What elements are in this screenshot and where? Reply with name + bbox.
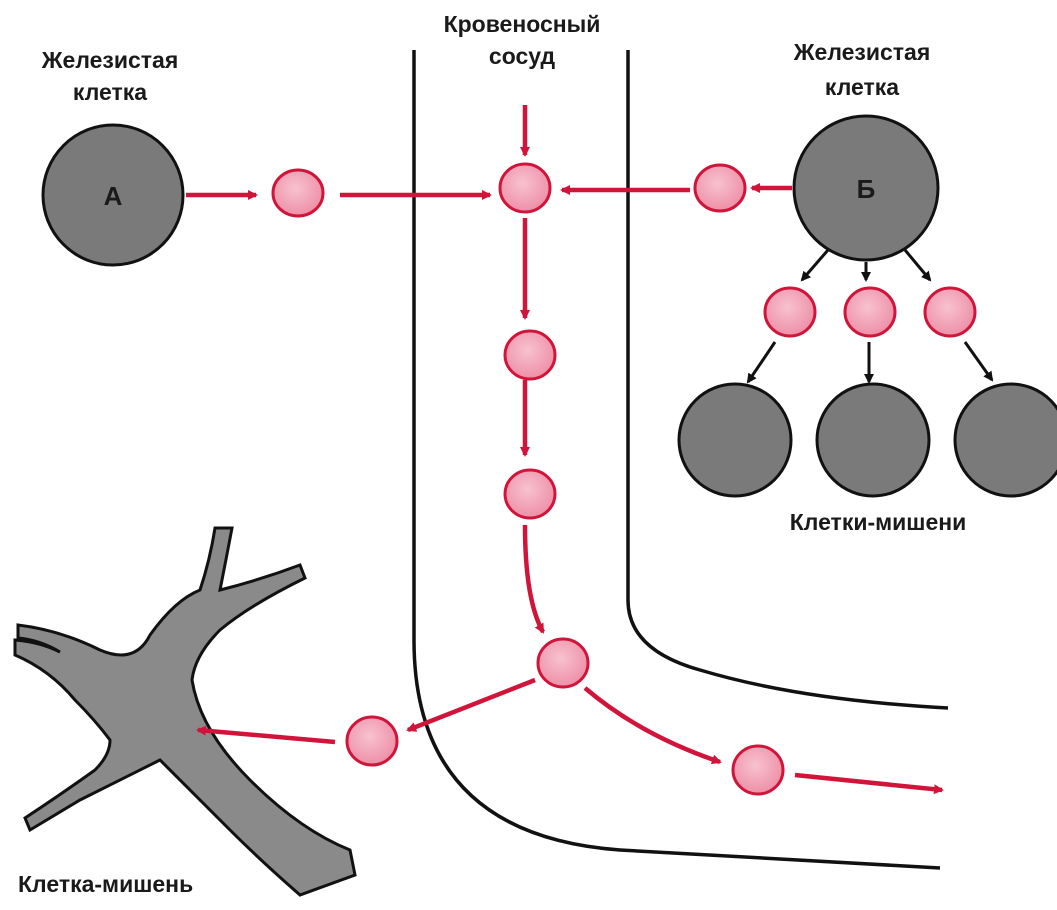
hormone-vessel-4: [538, 639, 588, 687]
target-cell-2: [817, 384, 929, 496]
label-gland-a-line2: клетка: [73, 79, 147, 105]
hormone-to-neuron: [347, 717, 397, 765]
label-target-cells: Клетки-мишени: [790, 509, 967, 535]
hormone-b-right: [925, 288, 975, 336]
arrow-b-left: [802, 250, 828, 280]
arrow-exit-right: [795, 775, 942, 790]
hormone-vessel-3: [505, 470, 555, 518]
target-cell-1: [679, 384, 791, 496]
label-vessel-line1: Кровеносный: [444, 11, 601, 37]
gland-cell-a-letter: А: [104, 181, 123, 211]
arrow-to-target-1: [748, 342, 775, 382]
arrow-to-target-3: [965, 342, 992, 380]
hormone-vessel-top: [500, 164, 550, 212]
hormone-exit: [733, 746, 783, 794]
arrow-to-right-hormone: [585, 688, 720, 762]
hormone-a: [273, 170, 323, 216]
target-cell-neuron: [15, 528, 355, 895]
label-target-cell: Клетка-мишень: [18, 871, 193, 897]
arrow-to-left-hormone: [408, 680, 535, 730]
hormone-b: [695, 165, 745, 211]
label-gland-a-line1: Железистая: [41, 47, 179, 73]
target-cell-3: [955, 384, 1057, 496]
gland-cell-b-letter: Б: [857, 174, 876, 204]
hormone-b-center: [845, 288, 895, 336]
arrow-b-right: [905, 250, 930, 280]
hormone-vessel-2: [505, 331, 555, 379]
label-vessel-line2: сосуд: [489, 43, 556, 69]
label-gland-b-line2: клетка: [825, 74, 899, 100]
hormone-b-left: [765, 288, 815, 336]
arrow-down-3: [525, 525, 543, 632]
label-gland-b-line1: Железистая: [793, 39, 931, 65]
